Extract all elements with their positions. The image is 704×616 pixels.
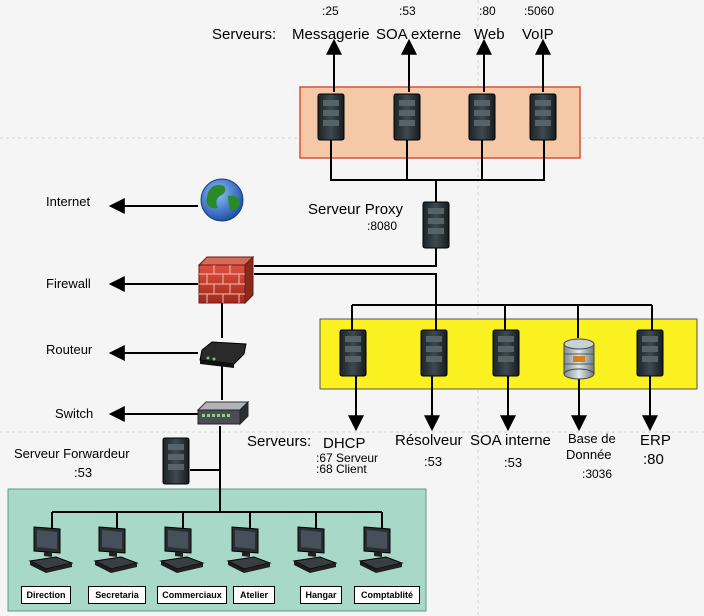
port-label-web: :80	[479, 4, 496, 18]
server-label-soa-externe: SOA externe	[376, 26, 462, 43]
dhcp-port-client: :68 Client	[316, 462, 367, 476]
erp-label: ERP	[640, 432, 671, 449]
erp-port-label: :80	[643, 451, 664, 468]
resolveur-label: Résolveur	[395, 432, 463, 449]
server-label-voip: VoIP	[522, 26, 554, 43]
computer-icon	[226, 526, 272, 573]
server-label-messagerie: Messagerie	[292, 26, 370, 43]
server-icon-forwardeur	[162, 437, 190, 485]
router-icon	[199, 341, 247, 368]
computer-icon	[292, 526, 338, 573]
port-label-soa-externe: :53	[399, 4, 416, 18]
workstation-label-atelier: Atelier	[233, 586, 275, 604]
resolveur-port-label: :53	[424, 454, 443, 469]
workstation-label-direction: Direction	[21, 586, 71, 604]
workstation-label-secretaria: Secretaria	[88, 586, 146, 604]
dhcp-label: DHCP	[323, 435, 366, 452]
workstation-icons	[28, 526, 404, 573]
server-label-web: Web	[474, 26, 505, 43]
connection-lines	[51, 38, 658, 528]
switch-icon	[196, 400, 250, 426]
forwarder-port-label: :53	[74, 465, 93, 480]
routeur-label: Routeur	[46, 342, 93, 357]
bdd-label-line2: Donnée	[566, 447, 612, 462]
computer-icon	[358, 526, 404, 573]
computer-icon	[28, 526, 74, 573]
forwarder-label: Serveur Forwardeur	[14, 446, 130, 461]
bdd-label-line1: Base de	[568, 431, 616, 446]
soa-interne-label: SOA interne	[470, 432, 551, 449]
database-icon	[563, 338, 595, 380]
proxy-label: Serveur Proxy	[308, 201, 404, 218]
dhcp-port-server: :67 Serveur	[316, 451, 379, 465]
server-icon-erp	[636, 329, 664, 377]
workstation-label-commerciaux: Commerciaux	[157, 586, 227, 604]
internet-label: Internet	[46, 194, 91, 209]
port-label-voip: :5060	[524, 4, 555, 18]
server-icon-messagerie	[317, 93, 345, 141]
computer-icon	[93, 526, 139, 573]
internal-servers-group-label: Serveurs:	[247, 433, 312, 450]
workstation-label-comptablite: Comptablité	[354, 586, 420, 604]
server-icon-soa-externe	[393, 93, 421, 141]
globe-icon	[200, 178, 244, 222]
firewall-icon	[197, 255, 255, 305]
port-label-messagerie: :25	[322, 4, 339, 18]
server-icon-web	[468, 93, 496, 141]
server-icon-resolveur	[420, 329, 448, 377]
firewall-label: Firewall	[46, 276, 91, 291]
proxy-port-label: :8080	[367, 219, 398, 233]
server-icon-voip	[529, 93, 557, 141]
server-icon-dhcp	[339, 329, 367, 377]
top-servers-group-label: Serveurs:	[212, 26, 277, 43]
bdd-port-label: :3036	[582, 467, 613, 481]
server-icon-soa-interne	[492, 329, 520, 377]
server-icon-proxy	[422, 201, 450, 249]
soa-interne-port-label: :53	[504, 455, 523, 470]
switch-label: Switch	[55, 406, 94, 421]
computer-icon	[159, 526, 205, 573]
workstation-label-hangar: Hangar	[300, 586, 342, 604]
